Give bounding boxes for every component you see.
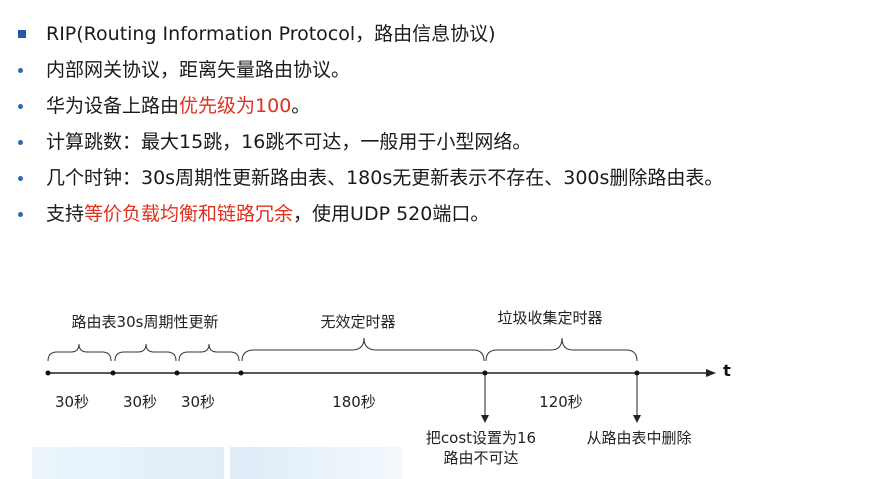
- note-cost-line1: 把cost设置为16: [426, 429, 536, 447]
- rip-title-text: RIP(Routing Information Protocol，路由信息协议): [46, 23, 496, 45]
- tick-invalid-end: [482, 370, 488, 376]
- bullet-ecmp-highlight: 等价负载均衡和链路冗余: [84, 203, 294, 225]
- bullet-priority: 华为设备上路由优先级为100。: [18, 92, 723, 128]
- label-invalid-timer: 无效定时器: [320, 313, 395, 331]
- bullet-igp: 内部网关协议，距离矢量路由协议。: [18, 56, 723, 92]
- bullet-priority-pre: 华为设备上路由: [46, 95, 180, 117]
- faint-background-band: [32, 447, 402, 479]
- bullet-priority-post: 。: [291, 95, 311, 117]
- bullet-list: RIP(Routing Information Protocol，路由信息协议)…: [18, 20, 723, 236]
- bullet-igp-text: 内部网关协议，距离矢量路由协议。: [46, 59, 351, 81]
- bullet-hops-text: 计算跳数：最大15跳，16跳不可达，一般用于小型网络。: [46, 131, 532, 153]
- brace-180s: [241, 337, 485, 362]
- bullet-ecmp-pre: 支持: [46, 203, 85, 225]
- label-periodic-update: 路由表30s周期性更新: [72, 313, 219, 331]
- brace-30s-3: [178, 343, 240, 362]
- band-gap: [224, 447, 230, 479]
- note-delete: 从路由表中删除: [586, 429, 691, 447]
- dot-bullet-icon: [18, 104, 23, 109]
- bullet-priority-highlight: 优先级为100: [179, 95, 292, 117]
- segment-label-1: 30秒: [55, 393, 89, 411]
- tick-0s: [45, 370, 51, 376]
- timer-timeline-diagram: 路由表30s周期性更新 无效定时器 垃圾收集定时器 t 30秒 30秒 30秒 …: [45, 309, 731, 467]
- arrow-delete-head-icon: [633, 415, 641, 423]
- brace-120s: [485, 337, 638, 362]
- square-bullet-icon: [18, 30, 26, 38]
- tick-gc-end: [634, 370, 640, 376]
- brace-30s-2: [114, 343, 177, 362]
- brace-30s-1: [47, 343, 112, 362]
- bullet-rip-title: RIP(Routing Information Protocol，路由信息协议): [18, 20, 723, 56]
- dot-bullet-icon: [18, 212, 23, 217]
- bullet-timers: 几个时钟：30s周期性更新路由表、180s无更新表示不存在、300s删除路由表。: [18, 164, 723, 200]
- axis-arrow-icon: [706, 369, 716, 377]
- bullet-ecmp: 支持等价负载均衡和链路冗余，使用UDP 520端口。: [18, 200, 723, 236]
- axis-t-label: t: [723, 361, 731, 380]
- tick-60s: [174, 370, 180, 376]
- bullet-hops: 计算跳数：最大15跳，16跳不可达，一般用于小型网络。: [18, 128, 723, 164]
- label-garbage-timer: 垃圾收集定时器: [497, 309, 602, 327]
- tick-30s: [110, 370, 116, 376]
- dot-bullet-icon: [18, 140, 23, 145]
- dot-bullet-icon: [18, 68, 23, 73]
- note-cost-line2: 路由不可达: [443, 449, 518, 467]
- segment-label-4: 180秒: [332, 393, 376, 411]
- segment-label-3: 30秒: [181, 393, 215, 411]
- segment-label-2: 30秒: [123, 393, 157, 411]
- segment-label-5: 120秒: [539, 393, 583, 411]
- dot-bullet-icon: [18, 176, 23, 181]
- tick-90s: [238, 370, 244, 376]
- arrow-cost-head-icon: [481, 415, 489, 423]
- bullet-timers-text: 几个时钟：30s周期性更新路由表、180s无更新表示不存在、300s删除路由表。: [46, 167, 724, 189]
- bullet-ecmp-post: ，使用UDP 520端口。: [293, 203, 490, 225]
